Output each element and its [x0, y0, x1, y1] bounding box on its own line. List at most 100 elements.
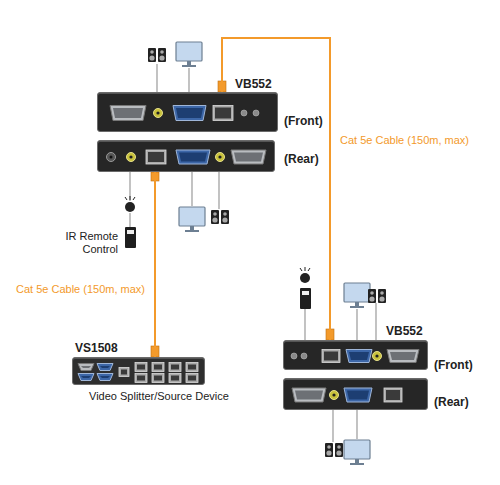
serial-port [387, 350, 419, 363]
jack-hole [110, 156, 113, 159]
port-socket [176, 108, 203, 118]
port-socket [154, 376, 162, 381]
device-panel: VB552(Front) [283, 340, 428, 370]
device-label: (Front) [284, 115, 323, 128]
speaker-icon [158, 48, 166, 62]
port-socket [215, 108, 231, 119]
port-socket [171, 365, 179, 370]
port-socket [113, 108, 143, 118]
speaker-cone [160, 50, 164, 54]
rj45-port [384, 388, 402, 402]
jack-hole [332, 393, 335, 396]
signal-wire [356, 309, 357, 340]
port-socket [100, 366, 110, 368]
speaker-icon [211, 210, 219, 224]
device-label: VB552 [235, 78, 272, 91]
led [291, 353, 297, 359]
signal-wire [129, 213, 130, 227]
device-label: (Rear) [284, 153, 319, 166]
port-socket [324, 352, 338, 361]
speaker-icon [325, 443, 333, 457]
panel-ports [98, 141, 276, 173]
rj45-port [169, 374, 181, 383]
speaker-cone [327, 445, 331, 449]
signal-wire [218, 172, 219, 209]
speaker-cone [370, 291, 374, 295]
speaker-cone [222, 217, 227, 222]
ir-sensor [125, 202, 135, 212]
monitor-base [350, 463, 364, 465]
audio-jack [330, 391, 339, 400]
rj45-port [152, 363, 164, 372]
monitor-base [350, 306, 364, 308]
speaker-cone [212, 217, 217, 222]
serial-port [292, 388, 326, 402]
rj45-port [119, 368, 129, 377]
jack-hole [218, 155, 221, 158]
cable-label: Cat 5e Cable (150m, max) [338, 134, 471, 146]
serial-port [78, 364, 94, 371]
panel-ports [284, 341, 429, 371]
signal-wire [304, 309, 305, 340]
port-socket [81, 366, 91, 368]
port-socket [154, 365, 162, 370]
vga-port [173, 106, 206, 121]
speaker-cone [369, 296, 374, 301]
device-label: VS1508 [75, 342, 118, 355]
signal-wire [332, 410, 333, 442]
cat5e-cable [154, 172, 156, 357]
signal-wire [356, 410, 357, 439]
led [241, 110, 247, 116]
speaker-icon [335, 443, 343, 457]
rj45-port [135, 374, 147, 383]
rj45-port [186, 374, 198, 383]
serial-port [110, 106, 146, 121]
panel-ports [98, 93, 279, 133]
speaker-cone [223, 212, 227, 216]
jack-hole [156, 111, 159, 114]
speaker-cone [326, 450, 331, 455]
vga-port [78, 374, 94, 381]
monitor-base [185, 230, 199, 232]
port-socket [148, 152, 164, 162]
speaker-cone [336, 450, 341, 455]
monitor-stand [190, 226, 194, 230]
speaker-icon [148, 48, 156, 62]
device-label: IR Remote Control [46, 230, 118, 255]
ir-sensor [300, 273, 310, 283]
port-socket [179, 153, 207, 162]
rj45-port [135, 363, 147, 372]
monitor-base [182, 65, 196, 67]
speaker-cone [159, 55, 164, 60]
port-socket [295, 391, 323, 400]
vga-port [176, 150, 210, 164]
device-label: (Front) [434, 359, 473, 372]
signal-wire [375, 303, 376, 340]
monitor-icon [344, 283, 370, 302]
led [301, 353, 307, 359]
device-caption: Video Splitter/Source Device [89, 390, 229, 402]
rj45-port [152, 374, 164, 383]
power-jack [107, 153, 116, 162]
jack-hole [375, 354, 378, 357]
speaker-cone [380, 291, 384, 295]
port-socket [121, 370, 127, 375]
speaker-icon [368, 289, 376, 303]
speaker-icon [378, 289, 386, 303]
panel-ports [284, 379, 429, 411]
port-socket [386, 390, 400, 400]
audio-jack [373, 352, 382, 361]
rj45-port [169, 363, 181, 372]
monitor-icon [179, 207, 205, 226]
speaker-cone [213, 212, 217, 216]
ir-rays [300, 267, 310, 271]
vga-port [346, 350, 372, 363]
monitor-stand [355, 302, 359, 306]
ir-receiver [300, 288, 311, 309]
port-socket [188, 365, 196, 370]
speaker-cone [337, 445, 341, 449]
vga-port [344, 388, 372, 402]
signal-wire [191, 172, 192, 206]
